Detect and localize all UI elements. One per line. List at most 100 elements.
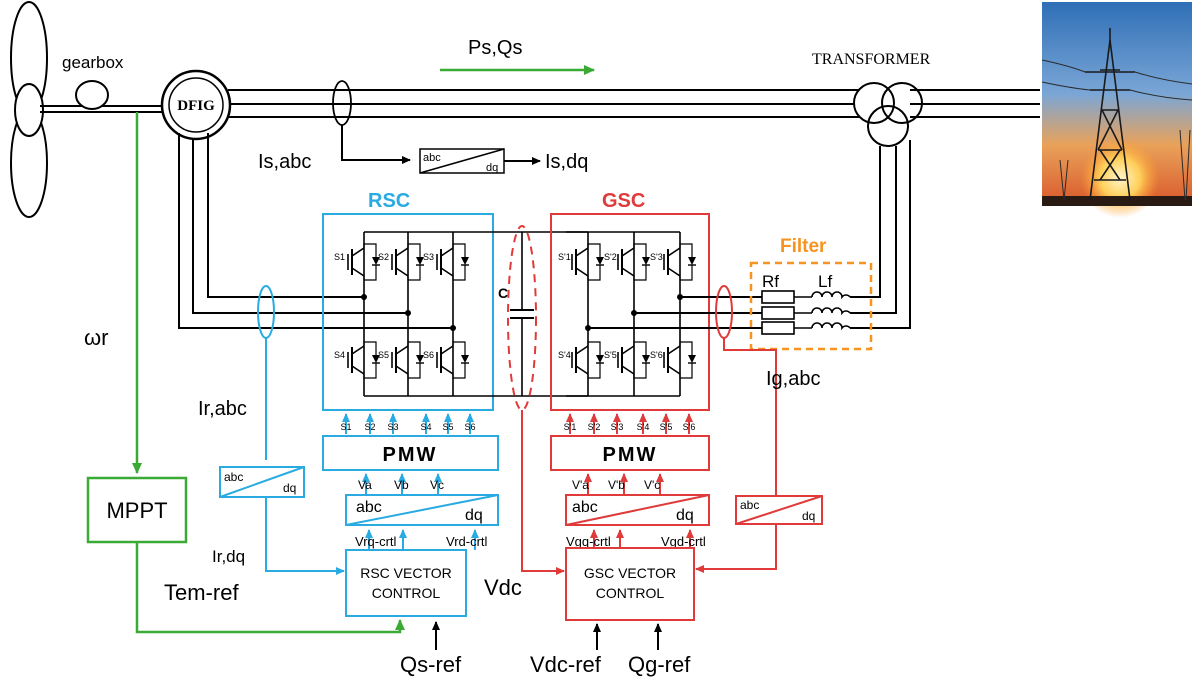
vdc-signal-line <box>521 410 565 575</box>
vpa-label: V'a <box>572 478 589 492</box>
gsc-switch-4: S'4 <box>558 341 604 379</box>
rsc-ctrl-line1: RSC VECTOR <box>360 565 452 581</box>
gsc-gate-label: S'4 <box>637 422 650 432</box>
gsc-gate-label: S'1 <box>564 422 577 432</box>
rsc-switch-2: S2 <box>378 243 424 281</box>
ig-abc-text: abc <box>740 498 759 512</box>
rf-label: Rf <box>762 272 779 291</box>
rsc-vector-control-block <box>345 549 467 617</box>
is-dq-text: dq <box>486 162 498 174</box>
rsc-switch-5-label: S5 <box>378 350 389 360</box>
gsc-pwm-label: PMW <box>603 444 658 466</box>
gsc-switch-5: S'5 <box>604 341 650 379</box>
dfig-label: DFIG <box>177 98 215 114</box>
rsc-box <box>322 213 494 411</box>
vdc-label: Vdc <box>484 575 522 600</box>
grid-tower-photo <box>1041 2 1192 218</box>
gsc-ctrl-line1: GSC VECTOR <box>584 565 676 581</box>
gsc-switch-6: S'6 <box>650 341 696 379</box>
rsc-label: RSC <box>368 190 410 212</box>
gsc-switch-3: S'3 <box>650 243 696 281</box>
ir-dq-line <box>265 497 345 575</box>
rsc-pwm-block <box>322 435 499 471</box>
gsc-switch-1-label: S'1 <box>558 252 571 262</box>
rsc-switch-3-label: S3 <box>423 252 434 262</box>
ig-signal-line <box>723 338 777 496</box>
omega-r-label: ωr <box>84 325 109 350</box>
transformer-icon <box>853 82 923 147</box>
ir-abc-text: abc <box>224 470 243 484</box>
rsc-switch-6: S6 <box>423 341 469 379</box>
rsc-gate-label: S3 <box>387 422 398 432</box>
rsc-ctrl-line2: CONTROL <box>372 585 441 601</box>
ir-abc-label: Ir,abc <box>198 398 247 420</box>
rsc-vdq-arrows <box>365 529 479 550</box>
vb-label: Vb <box>394 478 409 492</box>
tem-ref-line <box>135 542 405 634</box>
vdc-sensor <box>507 225 537 411</box>
qg-ref-label: Qg-ref <box>628 652 691 677</box>
gsc-switch-6-label: S'6 <box>650 350 663 360</box>
gsc-gate-label: S'5 <box>660 422 673 432</box>
vgd-label: Vgd-crtl <box>661 534 706 549</box>
tem-ref-label: Tem-ref <box>164 580 239 605</box>
vpb-label: V'b <box>608 478 625 492</box>
vdc-ref-label: Vdc-ref <box>530 652 602 677</box>
rsc-nodes <box>361 294 456 331</box>
gsc-gate-label: S'2 <box>588 422 601 432</box>
rsc-switch-1: S1 <box>334 243 380 281</box>
ir-dq-label: Ir,dq <box>212 547 245 566</box>
is-dq-label: Is,dq <box>545 151 588 173</box>
capacitor-icon <box>510 309 534 319</box>
gsc-dq-text: dq <box>676 507 694 524</box>
rsc-switch-6-label: S6 <box>423 350 434 360</box>
rsc-gate-label: S2 <box>364 422 375 432</box>
gearbox-label: gearbox <box>62 53 124 72</box>
filter-box <box>749 261 873 351</box>
va-label: Va <box>358 478 372 492</box>
gsc-gate-label: S'6 <box>683 422 696 432</box>
vrd-label: Vrd-crtl <box>446 534 488 549</box>
ig-dq-line <box>695 524 777 573</box>
capacitor-label: C <box>498 285 508 301</box>
filter-inductors <box>794 291 851 331</box>
is-abc-label: Is,abc <box>258 151 311 173</box>
gsc-vector-control-block <box>565 547 695 621</box>
gsc-abc-text: abc <box>572 499 598 516</box>
rsc-pwm-label: PMW <box>383 444 438 466</box>
gsc-abc-dq-transform: abc dq <box>565 494 710 526</box>
gsc-switch-3-label: S'3 <box>650 252 663 262</box>
rsc-switch-1-label: S1 <box>334 252 345 262</box>
is-abc-text: abc <box>423 152 441 164</box>
gsc-label: GSC <box>602 190 645 212</box>
gsc-gate-label: S'3 <box>611 422 624 432</box>
turbine-hub <box>14 83 44 137</box>
rsc-abc-text: abc <box>356 499 382 516</box>
vgq-label: Vgq-crtl <box>566 534 611 549</box>
gsc-switch-4-label: S'4 <box>558 350 571 360</box>
rsc-switch-4: S4 <box>334 341 380 379</box>
turbine-shaft <box>40 105 168 113</box>
gsc-switch-2-label: S'2 <box>604 252 617 262</box>
vc-label: Vc <box>430 478 444 492</box>
gsc-switch-2: S'2 <box>604 243 650 281</box>
rotor-lines <box>178 133 453 329</box>
gsc-voltage-arrows <box>584 473 664 494</box>
filter-label: Filter <box>780 236 827 257</box>
gsc-gate-labels: S'1 S'2 S'3 S'4 S'5 S'6 <box>564 413 696 434</box>
transformer-label: TRANSFORMER <box>812 51 931 68</box>
gsc-pwm-block <box>550 435 710 471</box>
rsc-dq-text: dq <box>465 507 483 524</box>
rsc-switch-4-label: S4 <box>334 350 345 360</box>
rsc-abc-dq-transform: abc dq <box>345 494 499 526</box>
rsc-gate-label: S5 <box>442 422 453 432</box>
lf-label: Lf <box>818 272 832 291</box>
gsc-switch-1: S'1 <box>558 243 604 281</box>
gsc-vdq-arrows <box>590 529 694 550</box>
ir-abc-dq-transform: abc dq <box>219 466 305 498</box>
ig-dq-text: dq <box>802 509 815 523</box>
ir-dq-text: dq <box>283 481 296 495</box>
mppt-block <box>86 476 188 544</box>
